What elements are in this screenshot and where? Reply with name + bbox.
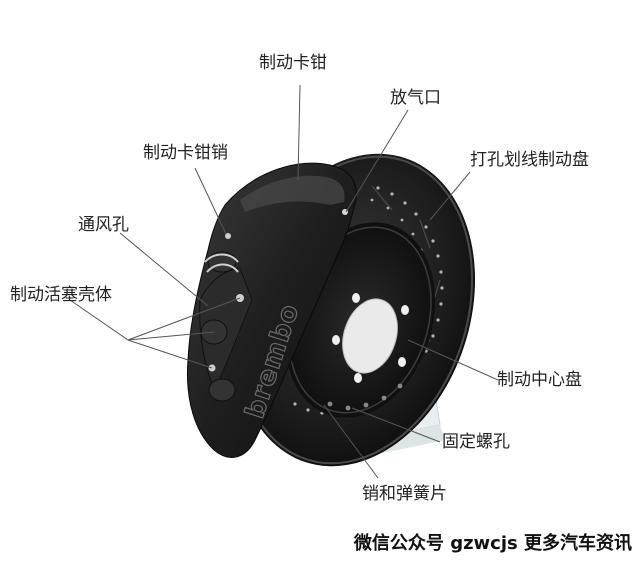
leader-lines <box>69 84 499 479</box>
leader-caliper-pin <box>194 167 227 235</box>
label-caliper: 制动卡钳 <box>259 53 327 73</box>
label-drilled-disc: 打孔划线制动盘 <box>470 150 589 170</box>
label-pin-spring: 销和弹簧片 <box>362 484 447 504</box>
leader-piston-b <box>127 331 215 341</box>
label-bleed-valve: 放气口 <box>390 88 441 108</box>
label-center-hub: 制动中心盘 <box>497 370 582 390</box>
leader-bleed-valve <box>345 109 409 213</box>
leader-vent-hole <box>119 232 209 307</box>
leader-piston-c <box>127 339 213 369</box>
label-caliper-pin: 制动卡钳销 <box>143 143 228 163</box>
label-piston-housing: 制动活塞壳体 <box>10 285 112 305</box>
footer-watermark: 微信公众号 gzwcjs 更多汽车资讯 <box>353 533 632 554</box>
fixing-bolts <box>327 383 403 411</box>
leader-mounting-bolt <box>351 407 441 443</box>
leader-caliper <box>297 84 301 181</box>
label-vent-hole: 通风孔 <box>78 215 129 235</box>
leader-pin-spring <box>323 404 379 479</box>
label-mounting-bolt: 固定螺孔 <box>442 432 510 452</box>
leader-drilled-disc <box>429 171 471 221</box>
leader-center-hub <box>407 339 499 381</box>
leader-piston-a <box>127 297 241 341</box>
lug-holes <box>332 293 409 383</box>
leader-piston-origin <box>69 299 129 341</box>
